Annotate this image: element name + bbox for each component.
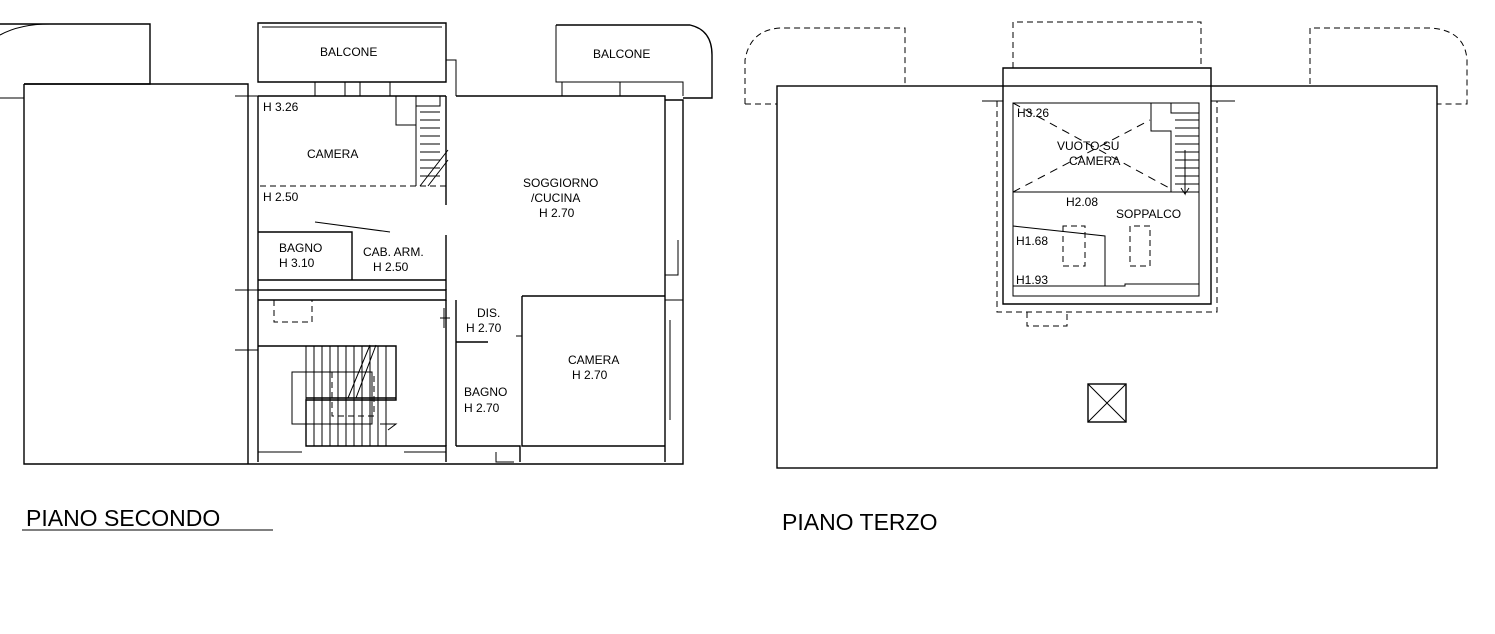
room-bagno-2: BAGNO (464, 385, 507, 399)
room-cab-arm: CAB. ARM. (363, 245, 424, 259)
room-balcone-left: BALCONE (320, 45, 377, 59)
chimney-box (1087, 383, 1127, 423)
room-dis: DIS. (477, 306, 500, 320)
mansard-outline (1002, 67, 1212, 305)
room-soggiorno: SOGGIORNO (523, 176, 598, 190)
height-camera-2: H 2.70 (572, 368, 608, 382)
room-camera-1: CAMERA (307, 147, 358, 161)
height-camera-1: H 3.26 (263, 100, 299, 114)
title-piano-secondo: PIANO SECONDO (26, 505, 220, 531)
room-bagno-1: BAGNO (279, 241, 322, 255)
room-vuoto-su: VUOTO SU (1057, 139, 1119, 153)
height-soppalco-3: H1.93 (1016, 273, 1048, 287)
height-bagno-2: H 2.70 (464, 401, 500, 415)
room-balcone-right: BALCONE (593, 47, 650, 61)
height-cab-arm: H 2.50 (373, 260, 409, 274)
room-soggiorno-2: /CUCINA (531, 191, 580, 205)
title-piano-terzo: PIANO TERZO (782, 509, 938, 535)
room-soppalco: SOPPALCO (1116, 207, 1181, 221)
height-dis: H 2.70 (466, 321, 502, 335)
height-soggiorno: H 2.70 (539, 206, 575, 220)
balcone-right-outline (556, 24, 713, 99)
room-vuoto-camera: CAMERA (1069, 154, 1120, 168)
height-soppalco-1: H2.08 (1066, 195, 1098, 209)
height-camera-1b: H 2.50 (263, 190, 299, 204)
height-vuoto: H3.26 (1017, 106, 1049, 120)
plan-piano-secondo (0, 22, 713, 465)
left-unit-wall (24, 83, 249, 464)
height-bagno-1: H 3.10 (279, 256, 315, 270)
roof-outline (776, 85, 1438, 469)
room-camera-2: CAMERA (568, 353, 619, 367)
plan-piano-terzo (744, 21, 1468, 469)
height-soppalco-2: H1.68 (1016, 234, 1048, 248)
